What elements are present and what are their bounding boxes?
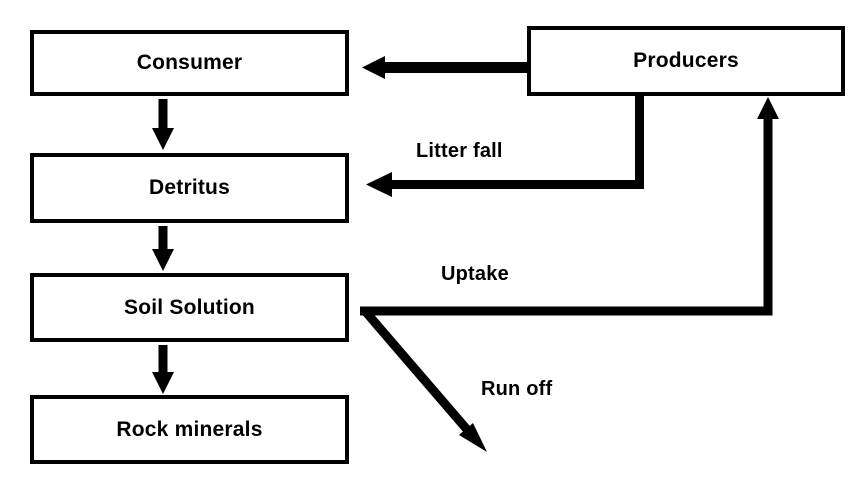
edge-producers-to-detritus	[366, 96, 644, 197]
edge-label-litter-fall: Litter fall	[416, 140, 503, 162]
node-consumer[interactable]: Consumer	[30, 30, 349, 96]
node-rock-minerals[interactable]: Rock minerals	[30, 395, 349, 464]
node-consumer-label: Consumer	[136, 51, 243, 74]
edge-line	[388, 96, 644, 189]
edge-label-uptake: Uptake	[441, 263, 509, 285]
node-soil-solution[interactable]: Soil Solution	[30, 273, 349, 342]
arrowhead-down	[152, 249, 174, 271]
arrowhead-diagonal	[459, 423, 487, 452]
node-producers-label: Producers	[633, 49, 739, 72]
edge-soil-solution-run-off	[361, 308, 487, 452]
edge-consumer-to-detritus	[152, 99, 174, 150]
arrowhead-down	[152, 372, 174, 394]
arrowhead-down	[152, 128, 174, 150]
edge-producers-to-consumer	[362, 56, 527, 79]
node-soil-solution-label: Soil Solution	[124, 295, 255, 319]
edge-detritus-to-soil-solution	[152, 226, 174, 271]
node-producers[interactable]: Producers	[527, 26, 845, 96]
edge-label-run-off: Run off	[481, 378, 553, 400]
edge-line	[360, 117, 773, 316]
arrowhead-left	[362, 56, 385, 79]
edge-line	[361, 308, 474, 436]
arrowhead-up	[757, 97, 779, 119]
edge-soil-solution-to-rock-minerals	[152, 345, 174, 394]
node-detritus-label: Detritus	[149, 176, 230, 199]
node-detritus[interactable]: Detritus	[30, 153, 349, 223]
arrowhead-left	[366, 172, 392, 197]
node-rock-minerals-label: Rock minerals	[116, 417, 263, 441]
edge-soil-solution-to-producers	[360, 97, 779, 316]
